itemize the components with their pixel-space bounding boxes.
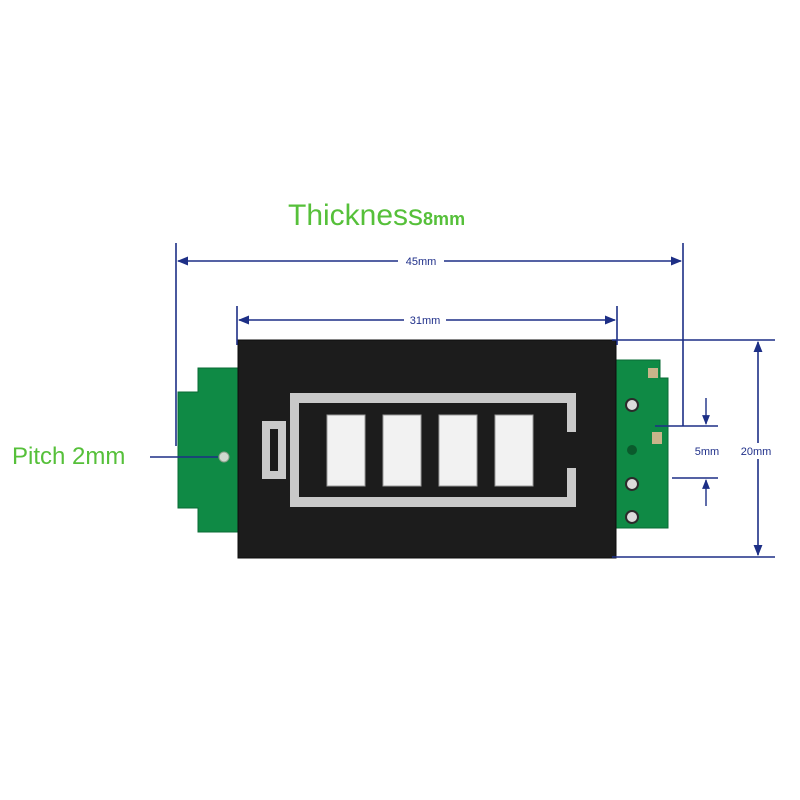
dim-20-label: 20mm [741, 446, 772, 458]
battery-segments [326, 414, 534, 487]
battery-segment [438, 414, 478, 487]
battery-terminal [262, 421, 286, 479]
thickness-word: Thickness [288, 199, 423, 232]
pcb-left-tab [177, 367, 241, 533]
battery-segment [494, 414, 534, 487]
solder-pads [625, 368, 662, 524]
battery-segment [382, 414, 422, 487]
dim-45-label-bg [398, 253, 444, 268]
pitch-label: Pitch 2mm [12, 443, 125, 470]
pitch-hole [218, 451, 230, 463]
thickness-value: 8mm [423, 209, 465, 229]
smd-component [652, 432, 662, 444]
dim-20-label-bg [736, 443, 780, 459]
solder-pad [625, 398, 639, 412]
dim-31-label: 31mm [410, 315, 441, 327]
battery-segment [326, 414, 366, 487]
dim-31-label-bg [404, 312, 446, 327]
display-body [237, 339, 617, 559]
solder-pad [627, 445, 637, 455]
dim-5-label: 5mm [695, 446, 719, 458]
dim-45-label: 45mm [406, 256, 437, 268]
thickness-label: Thickness8mm [288, 199, 465, 232]
solder-pad [625, 510, 639, 524]
solder-pad [625, 477, 639, 491]
smd-component [648, 368, 658, 378]
